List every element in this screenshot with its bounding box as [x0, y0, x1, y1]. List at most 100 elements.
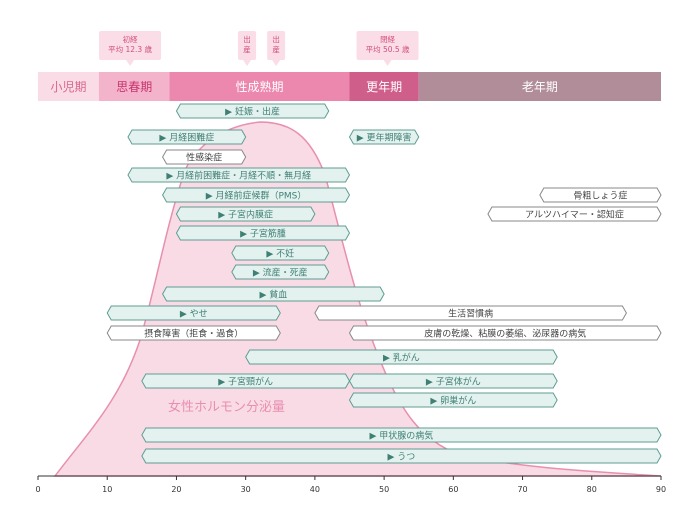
triangle-right-icon: ▶	[206, 192, 216, 202]
condition-label: 性感染症	[186, 152, 222, 164]
condition-bar: ▶ 卵巣がん	[348, 392, 558, 408]
condition-label: ▶ 月経困難症	[159, 132, 214, 144]
condition-bar: ▶ 更年期障害	[348, 129, 420, 145]
triangle-right-icon: ▶	[370, 432, 380, 442]
condition-label-text: 子宮筋腫	[250, 228, 286, 240]
condition-bar-shape	[175, 103, 330, 119]
condition-label-text: 皮膚の乾燥、粘膜の萎縮、泌尿器の病気	[424, 328, 586, 340]
phase-segment	[418, 72, 661, 101]
condition-label: ▶ 妊娠・出産	[225, 106, 280, 118]
condition-label: ▶ 卵巣がん	[430, 395, 476, 407]
condition-label-text: 流産・死産	[263, 267, 308, 279]
triangle-right-icon: ▶	[218, 378, 228, 388]
triangle-right-icon: ▶	[240, 230, 250, 240]
callout-text: 平均 50.5 歳	[366, 44, 410, 54]
phase-segment	[349, 72, 419, 101]
condition-bar: アルツハイマー・認知症	[487, 206, 662, 222]
condition-label-text: 月経前症候群（PMS）	[215, 190, 306, 202]
callout-text: 産	[243, 44, 251, 54]
axis-tick-label: 30	[241, 485, 251, 494]
condition-label: ▶ 子宮内膜症	[218, 209, 273, 221]
callout: 出産	[267, 31, 286, 66]
triangle-right-icon: ▶	[430, 397, 440, 407]
triangle-right-icon: ▶	[383, 354, 393, 364]
callout-text: 閉経	[380, 34, 395, 44]
condition-label: 骨粗しょう症	[573, 190, 627, 202]
callout-text: 出	[272, 34, 280, 44]
condition-label: アルツハイマー・認知症	[525, 209, 624, 221]
condition-bar: ▶ 子宮内膜症	[175, 206, 316, 222]
condition-label-text: 貧血	[269, 289, 287, 301]
triangle-right-icon: ▶	[259, 291, 269, 301]
condition-bar-shape	[231, 245, 330, 261]
condition-bar: ▶ 貧血	[162, 286, 385, 302]
callout-text: 産	[272, 44, 280, 54]
condition-bar-shape	[162, 187, 351, 203]
life-phase-bar: 小児期思春期性成熟期更年期老年期	[38, 72, 661, 101]
condition-label: ▶ うつ	[388, 452, 416, 463]
condition-bar-shape	[175, 206, 316, 222]
triangle-right-icon: ▶	[266, 250, 276, 260]
triangle-right-icon: ▶	[426, 378, 436, 388]
condition-label: 摂食障害（拒食・過食）	[144, 328, 243, 340]
callout: 出産	[238, 31, 257, 66]
condition-bar: 摂食障害（拒食・過食）	[106, 325, 281, 341]
condition-label: 生活習慣病	[448, 308, 493, 320]
condition-bar-shape	[127, 167, 351, 183]
condition-bar: ▶ 不妊	[231, 245, 330, 261]
condition-bar-shape	[539, 187, 662, 203]
triangle-right-icon: ▶	[357, 134, 367, 144]
condition-bar: 性感染症	[162, 149, 247, 165]
condition-bar-shape	[141, 373, 351, 389]
condition-label: ▶ 不妊	[266, 248, 294, 260]
condition-label-text: 子宮体がん	[436, 376, 481, 388]
condition-label: ▶ 子宮筋腫	[240, 228, 286, 240]
condition-label: 皮膚の乾燥、粘膜の萎縮、泌尿器の病気	[424, 328, 586, 340]
condition-label-text: 骨粗しょう症	[573, 190, 627, 202]
condition-bar-shape	[141, 448, 662, 464]
callout-box	[356, 31, 419, 60]
triangle-right-icon: ▶	[253, 269, 263, 279]
condition-label-text: 不妊	[276, 248, 294, 260]
condition-label: ▶ 乳がん	[383, 352, 420, 364]
condition-label-text: 子宮内膜症	[228, 209, 273, 221]
condition-bar: 皮膚の乾燥、粘膜の萎縮、泌尿器の病気	[348, 325, 662, 341]
triangle-right-icon: ▶	[166, 172, 176, 182]
condition-bar-shape	[106, 305, 281, 321]
condition-label: ▶ 月経前困難症・月経不順・無月経	[166, 170, 311, 182]
axis-tick-label: 0	[35, 485, 40, 494]
condition-label: ▶ 月経前症候群（PMS）	[206, 190, 307, 202]
condition-bar-shape	[314, 305, 627, 321]
triangle-right-icon: ▶	[218, 211, 228, 221]
callout-text: 平均 12.3 歳	[108, 44, 152, 54]
condition-bar-shape	[175, 225, 351, 241]
axis-tick-label: 20	[171, 485, 181, 494]
condition-label-text: 摂食障害（拒食・過食）	[144, 328, 243, 340]
condition-label-text: 月経困難症	[169, 132, 214, 144]
condition-bar-shape	[348, 325, 662, 341]
callout-box	[99, 31, 162, 60]
condition-label-text: 月経前困難症・月経不順・無月経	[176, 170, 311, 182]
condition-label-text: 性感染症	[186, 152, 222, 164]
condition-bar-shape	[245, 349, 558, 365]
condition-bar: 骨粗しょう症	[539, 187, 662, 203]
condition-label: ▶ 子宮体がん	[426, 376, 481, 388]
condition-bar: ▶ 月経困難症	[127, 129, 247, 145]
condition-label-text: やせ	[190, 309, 208, 320]
condition-label: ▶ 貧血	[259, 289, 287, 301]
phase-label: 性成熟期	[236, 79, 284, 94]
axis-tick-label: 10	[102, 485, 112, 494]
condition-bar: 生活習慣病	[314, 305, 627, 321]
phase-label: 思春期	[116, 80, 152, 94]
triangle-right-icon: ▶	[159, 134, 169, 144]
condition-bar-shape	[231, 264, 330, 280]
axis-tick-label: 90	[656, 485, 666, 494]
axis-tick-label: 50	[379, 485, 389, 494]
condition-label-text: 子宮頸がん	[228, 376, 273, 388]
condition-bar: ▶ 子宮体がん	[348, 373, 558, 389]
condition-label-text: 乳がん	[393, 352, 420, 364]
condition-label: ▶ 子宮頸がん	[218, 376, 273, 388]
